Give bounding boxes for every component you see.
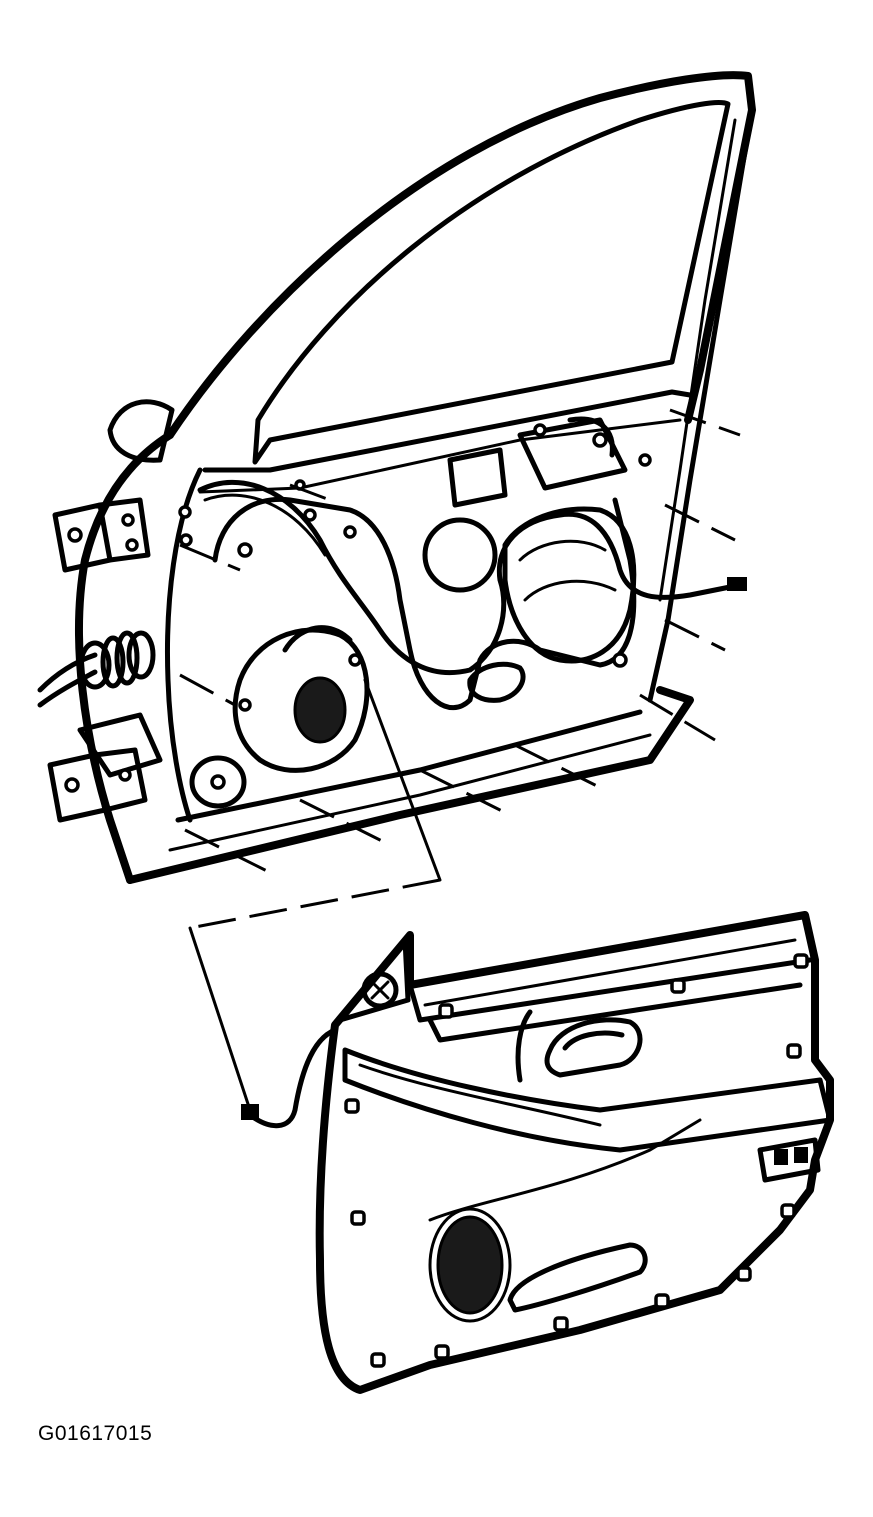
trim-harness [515,1009,533,1083]
window-frame-outer [166,71,756,439]
door-sill-lower [168,733,652,852]
inner-panel [178,416,747,711]
b-pillar [647,107,755,703]
door-lock-module [517,417,628,491]
wiring-harness [197,479,743,676]
trim-speaker-grille [436,1215,504,1315]
window-switch-pad [757,1137,821,1183]
speaker-cone [293,676,347,744]
belt-line-lower [198,418,682,494]
belt-line [202,389,693,473]
clip-leader-lines [179,408,741,877]
b-pillar-inner [658,118,737,602]
access-opening [212,496,637,711]
harness-connector [727,577,747,591]
door-trim-panel [241,911,834,1394]
mirror-sail [107,399,175,463]
grommet [189,755,247,809]
trim-upper-shelf [407,957,813,1023]
door-sill [175,709,643,823]
upper-hinge [52,497,151,573]
switch-cutout [467,661,526,703]
door-bottom [126,686,694,884]
figure-code: G01617015 [38,1422,153,1445]
window-frame-inner [252,100,731,465]
trim-pigtail [247,1027,338,1129]
handle-bezel [544,1017,643,1078]
trim-connector [241,1104,259,1120]
connector-alignment [188,678,442,1112]
door-frame [75,71,756,884]
switch-button [774,1149,788,1165]
door-check-boot [37,630,156,708]
armrest [342,1047,833,1153]
trim-sail [337,937,411,1023]
map-pocket [507,1242,648,1313]
motor-gear [422,517,498,593]
lower-hinge [47,712,163,823]
tweeter-grille [361,971,399,1009]
window-regulator [502,506,637,664]
regulator-motor [447,447,508,508]
door-speaker [232,625,370,773]
